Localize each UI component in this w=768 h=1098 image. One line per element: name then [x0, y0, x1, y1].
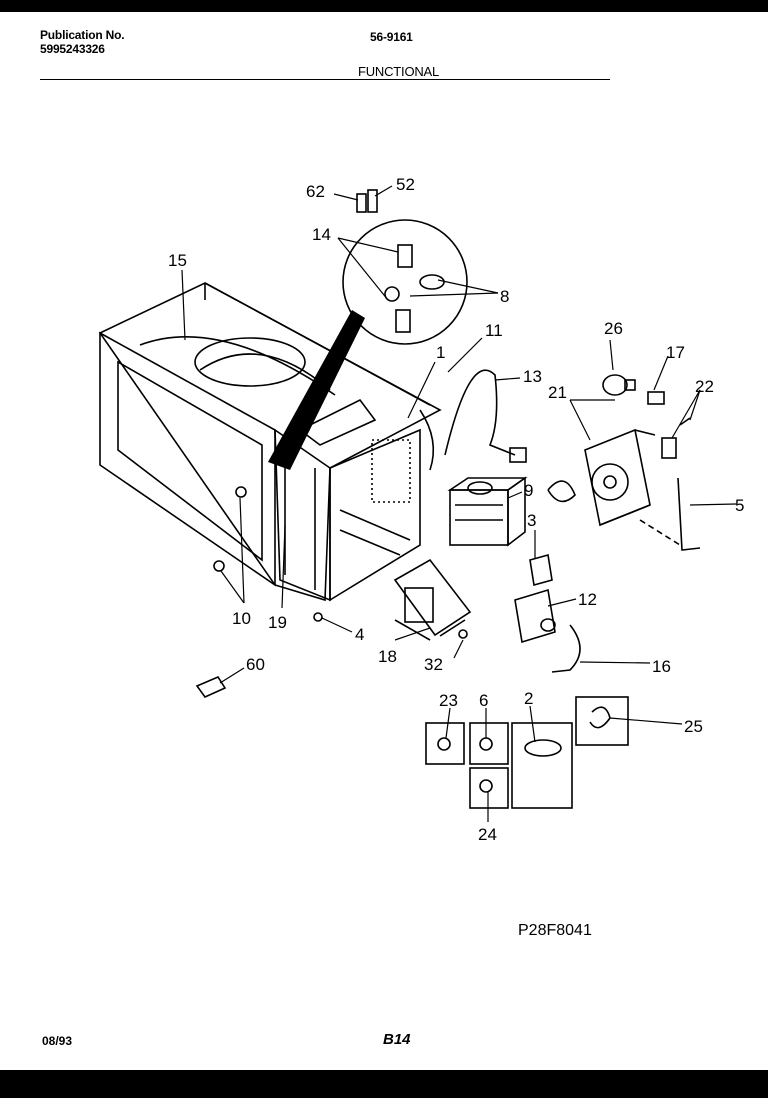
fan-motor-assembly — [547, 428, 656, 527]
callout-11: 11 — [485, 321, 503, 340]
callout-6: 6 — [479, 691, 488, 710]
callout-26: 26 — [604, 319, 623, 338]
publication-number: 5995243326 — [40, 42, 105, 56]
header-rule — [40, 79, 610, 80]
callout-62: 62 — [306, 182, 325, 201]
scan-border-bottom — [0, 1070, 768, 1098]
callout-9: 9 — [524, 481, 533, 500]
power-cord — [444, 369, 527, 463]
callout-21: 21 — [548, 383, 567, 402]
latch-parts — [356, 189, 378, 213]
mounting-bracket — [639, 477, 701, 551]
callout-52: 52 — [396, 175, 415, 194]
callout-10: 10 — [232, 609, 251, 628]
diagram-code: P28F8041 — [518, 922, 592, 939]
callout-13: 13 — [523, 367, 542, 386]
model-code: 56-9161 — [370, 30, 413, 44]
detail-magnifier — [268, 219, 468, 470]
oven-cabinet — [98, 282, 442, 602]
small-hardware — [195, 486, 468, 698]
callout-23: 23 — [439, 691, 458, 710]
callout-22: 22 — [695, 377, 714, 396]
callout-labels: 62 52 14 15 8 11 1 13 26 17 21 22 9 3 5 … — [168, 175, 744, 844]
transformer — [393, 558, 472, 641]
lamp-parts — [602, 374, 691, 459]
callout-3: 3 — [527, 511, 536, 530]
callout-60: 60 — [246, 655, 265, 674]
callout-24: 24 — [478, 825, 497, 844]
callout-8: 8 — [500, 287, 509, 306]
publication-label: Publication No. — [40, 28, 125, 42]
callout-16: 16 — [652, 657, 671, 676]
callout-19: 19 — [268, 613, 287, 632]
callout-18: 18 — [378, 647, 397, 666]
callout-25: 25 — [684, 717, 703, 736]
callout-12: 12 — [578, 590, 597, 609]
callout-4: 4 — [355, 625, 364, 644]
scan-border-top — [0, 0, 768, 12]
callout-5: 5 — [735, 496, 744, 515]
page-code: B14 — [383, 1031, 411, 1048]
callout-15: 15 — [168, 251, 187, 270]
callout-17: 17 — [666, 343, 685, 362]
capacitor-and-bracket — [514, 553, 556, 644]
parts-boxes — [425, 696, 629, 809]
callout-32: 32 — [424, 655, 443, 674]
diode — [551, 624, 581, 673]
callout-2: 2 — [524, 689, 533, 708]
footer-date: 08/93 — [42, 1034, 73, 1048]
magnetron — [447, 476, 528, 547]
leader-lines — [181, 185, 737, 822]
callout-14: 14 — [312, 225, 331, 244]
callout-1: 1 — [436, 343, 445, 362]
section-title: FUNCTIONAL — [358, 64, 440, 79]
